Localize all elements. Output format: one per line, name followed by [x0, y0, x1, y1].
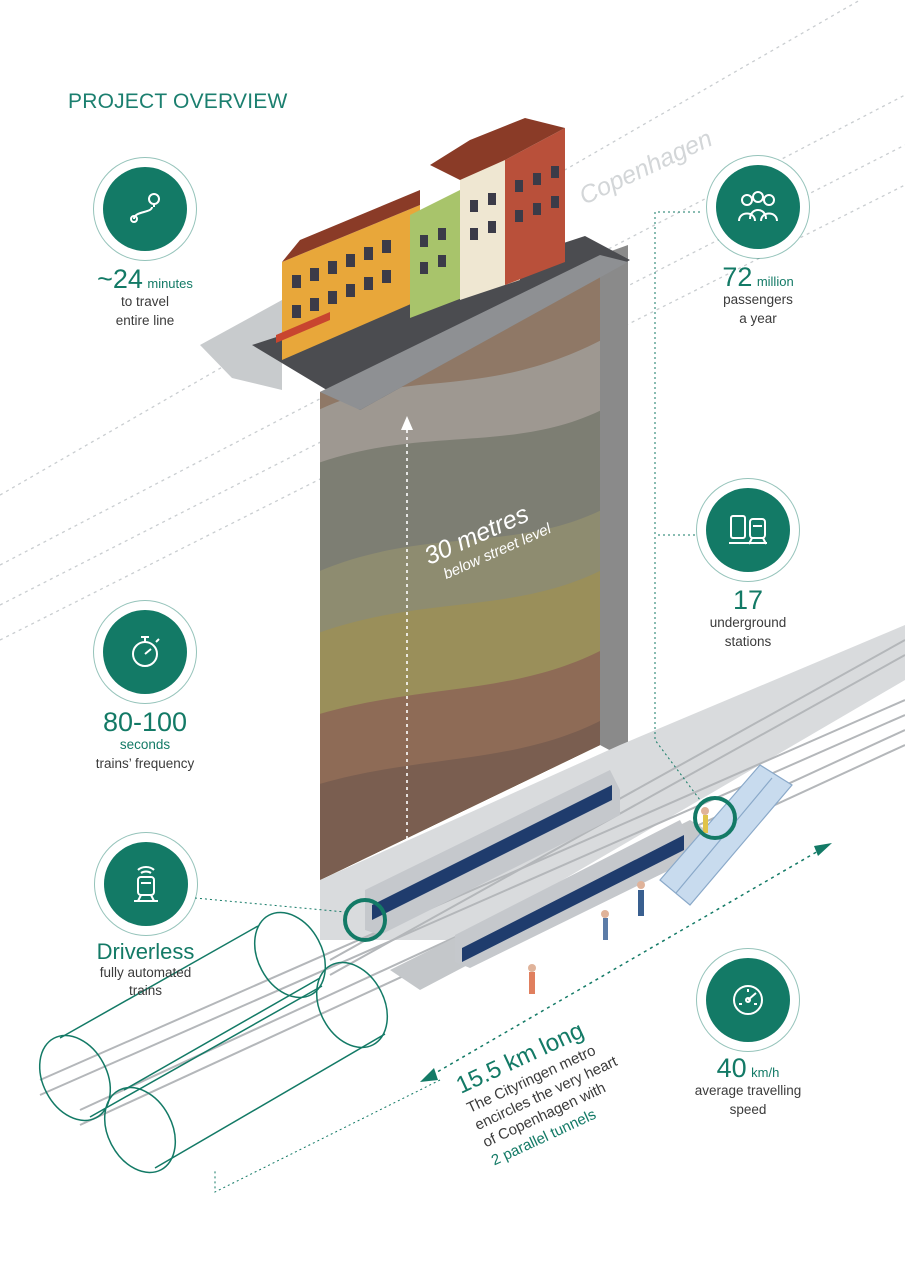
- people-icon: [716, 165, 800, 249]
- passengers-value: 72: [722, 262, 753, 292]
- escalator-highlight-ring: [693, 796, 737, 840]
- buildings: [276, 118, 565, 360]
- stopwatch-icon: [103, 610, 187, 694]
- stat-driverless: Driverless fully automated trains: [68, 842, 223, 1000]
- soil-block-side: [600, 245, 628, 760]
- stat-frequency: 80-100 seconds trains’ frequency: [65, 610, 225, 773]
- automated-train-icon: [103, 842, 188, 926]
- page-title: PROJECT OVERVIEW: [68, 90, 288, 113]
- pavement: [320, 255, 628, 410]
- travel-time-line1: to travel: [120, 294, 170, 310]
- speed-value: 40: [716, 1053, 747, 1083]
- connector-lines: [194, 211, 701, 1193]
- travel-time-line2: entire line: [115, 312, 175, 328]
- travel-time-value: ~24: [97, 264, 143, 294]
- stat-passengers: 72 million passengers a year: [688, 165, 828, 328]
- driverless-value: Driverless: [96, 939, 195, 964]
- passengers-line1: passengers: [723, 292, 793, 308]
- stat-speed: 40 km/h average travelling speed: [678, 958, 818, 1119]
- passengers-figures: [528, 807, 709, 994]
- frequency-line1: trains’ frequency: [95, 755, 195, 771]
- length-arrow: [420, 843, 832, 1082]
- stations-value: 17: [732, 585, 764, 615]
- parallel-tunnels: [38, 911, 389, 1174]
- driverless-line2: trains: [128, 983, 162, 999]
- route-icon: [103, 167, 187, 251]
- driverless-line1: fully automated: [99, 965, 192, 980]
- metro-trains: [365, 770, 690, 968]
- speedometer-icon: [706, 958, 790, 1042]
- speed-line1: average travelling: [694, 1083, 802, 1099]
- passengers-line2: a year: [739, 310, 777, 326]
- frequency-unit: seconds: [119, 737, 171, 753]
- station-icon: [706, 488, 790, 572]
- travel-time-unit: minutes: [147, 276, 193, 291]
- speed-unit: km/h: [751, 1065, 780, 1080]
- stations-line1: underground: [709, 615, 787, 631]
- stations-line2: stations: [724, 633, 772, 649]
- street-slab: [252, 236, 630, 410]
- building-shadow: [200, 300, 282, 390]
- frequency-value: 80-100: [102, 707, 188, 737]
- train-highlight-ring: [343, 898, 387, 942]
- speed-line2: speed: [729, 1101, 767, 1117]
- stat-travel-time: ~24 minutes to travel entire line: [75, 167, 215, 330]
- passengers-unit: million: [756, 274, 794, 289]
- stat-stations: 17 underground stations: [678, 488, 818, 651]
